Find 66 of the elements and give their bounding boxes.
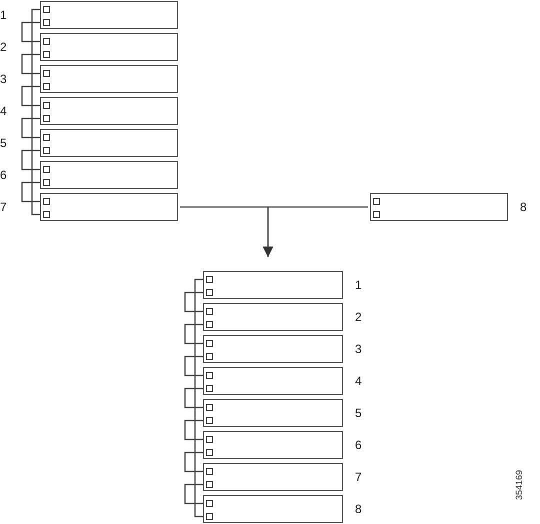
port-square [206, 513, 213, 520]
port-square [206, 321, 213, 328]
unit-number: 7 [0, 200, 7, 214]
switch-box [203, 495, 343, 523]
unit-number: 3 [0, 72, 7, 86]
switch-box [203, 367, 343, 395]
port-square [373, 211, 380, 218]
unit-number: 6 [0, 168, 7, 182]
switch-box [40, 129, 178, 157]
port-square [43, 51, 50, 58]
port-square [206, 500, 213, 507]
switch-box [40, 97, 178, 125]
unit-number: 1 [0, 8, 7, 22]
unit-number: 4 [355, 374, 362, 388]
unit-number: 8 [355, 502, 362, 516]
port-square [43, 70, 50, 77]
switch-box [370, 193, 508, 221]
port-square [206, 276, 213, 283]
port-square [43, 38, 50, 45]
port-square [43, 198, 50, 205]
switch-box [203, 335, 343, 363]
port-square [206, 417, 213, 424]
switch-box [40, 65, 178, 93]
unit-number: 8 [520, 200, 527, 214]
unit-number: 4 [0, 104, 7, 118]
port-square [206, 468, 213, 475]
switch-box [203, 399, 343, 427]
unit-number: 3 [355, 342, 362, 356]
port-square [43, 211, 50, 218]
unit-number: 7 [355, 470, 362, 484]
unit-number: 1 [355, 278, 362, 292]
switch-box [40, 33, 178, 61]
switch-box [203, 463, 343, 491]
port-square [43, 134, 50, 141]
port-square [43, 179, 50, 186]
port-square [206, 340, 213, 347]
port-square [206, 353, 213, 360]
port-square [43, 6, 50, 13]
port-square [206, 289, 213, 296]
port-square [206, 372, 213, 379]
switch-box [203, 271, 343, 299]
switch-box [40, 161, 178, 189]
port-square [206, 308, 213, 315]
switch-box [40, 193, 178, 221]
port-square [206, 385, 213, 392]
unit-number: 5 [355, 406, 362, 420]
port-square [43, 83, 50, 90]
port-square [206, 436, 213, 443]
port-square [206, 449, 213, 456]
port-square [206, 481, 213, 488]
port-square [43, 147, 50, 154]
port-square [43, 115, 50, 122]
switch-box [40, 1, 178, 29]
arrow [262, 206, 368, 257]
port-square [43, 102, 50, 109]
port-square [43, 166, 50, 173]
unit-number: 2 [0, 40, 7, 54]
figure-id: 354169 [514, 470, 524, 500]
port-square [206, 404, 213, 411]
port-square [43, 19, 50, 26]
switch-box [203, 431, 343, 459]
switch-box [203, 303, 343, 331]
unit-number: 6 [355, 438, 362, 452]
unit-number: 5 [0, 136, 7, 150]
port-square [373, 198, 380, 205]
unit-number: 2 [355, 310, 362, 324]
